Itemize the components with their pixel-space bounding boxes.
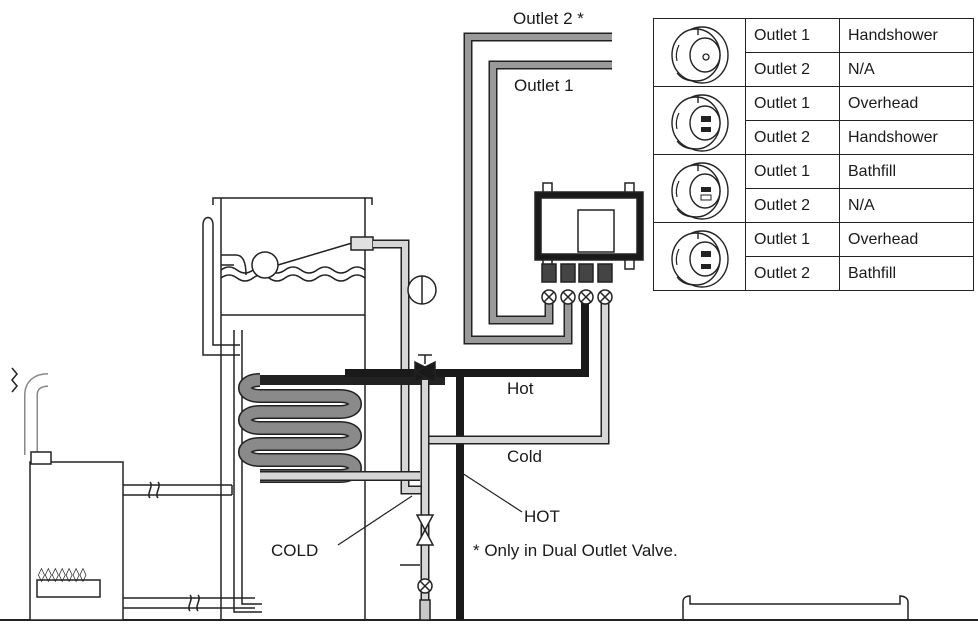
pipe-break-marks xyxy=(148,481,200,612)
overflow-pipe xyxy=(202,216,247,356)
outlet-number-cell: Outlet 2 xyxy=(745,256,840,291)
outlet-function-cell: Bathfill xyxy=(839,154,974,189)
control-box xyxy=(534,182,644,283)
handshower-control-icon xyxy=(653,18,746,87)
outlet-number-cell: Outlet 1 xyxy=(745,18,840,53)
outlet-function-cell: Bathfill xyxy=(839,256,974,291)
outlet-function-cell: Handshower xyxy=(839,120,974,155)
expansion-device xyxy=(407,275,437,305)
tank-downpipe xyxy=(233,330,262,613)
outlet-number-cell: Outlet 2 xyxy=(745,52,840,87)
outlet-pipes xyxy=(463,32,612,345)
outlet2-label: Outlet 2 * xyxy=(513,9,584,28)
cold-pipe xyxy=(420,300,610,600)
hot-pipe xyxy=(345,300,589,620)
mixing-valve xyxy=(413,354,437,384)
outlet-isolation-valves xyxy=(541,289,613,305)
cold-label: Cold xyxy=(507,447,542,466)
hot-leader xyxy=(461,472,523,513)
overhead-control-icon xyxy=(653,86,746,155)
heating-coil xyxy=(238,372,445,483)
burner-flames: ◊◊◊◊◊◊◊ xyxy=(38,567,87,583)
outlet-number-cell: Outlet 2 xyxy=(745,120,840,155)
outlet-function-cell: N/A xyxy=(839,188,974,223)
storage-tank xyxy=(212,197,373,620)
hot-caps-label: HOT xyxy=(524,507,560,526)
outlet1-label: Outlet 1 xyxy=(514,76,574,95)
outlet-number-cell: Outlet 1 xyxy=(745,154,840,189)
boiler-pipes xyxy=(123,484,255,609)
outlet-function-cell: Handshower xyxy=(839,18,974,53)
isolation-valve-bottom xyxy=(400,564,433,621)
outlet-function-cell: Overhead xyxy=(839,86,974,121)
outlet-number-cell: Outlet 1 xyxy=(745,222,840,257)
outlet-function-cell: N/A xyxy=(839,52,974,87)
overhead-bathfill-control-icon xyxy=(653,222,746,291)
stop-valve xyxy=(415,514,435,546)
footnote: * Only in Dual Outlet Valve. xyxy=(473,541,678,560)
outlet-number-cell: Outlet 2 xyxy=(745,188,840,223)
bath xyxy=(682,595,909,620)
float-valve xyxy=(251,236,374,279)
boiler xyxy=(11,367,124,621)
cold-caps-label: COLD xyxy=(271,541,318,560)
bathfill-control-icon xyxy=(653,154,746,223)
outlet-function-cell: Overhead xyxy=(839,222,974,257)
cold-leader xyxy=(337,495,413,546)
outlet-number-cell: Outlet 1 xyxy=(745,86,840,121)
hot-label: Hot xyxy=(507,379,534,398)
